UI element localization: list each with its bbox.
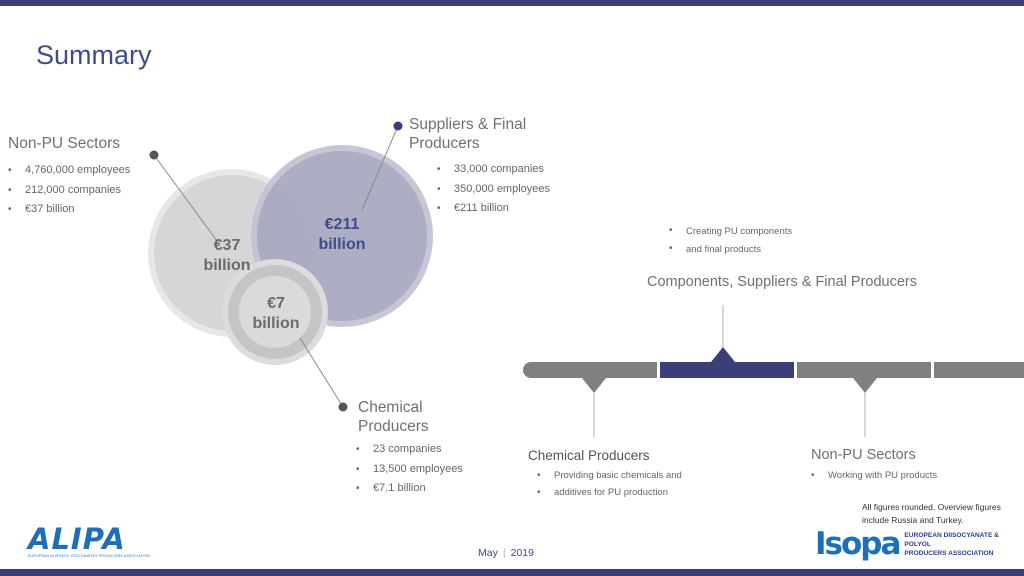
footnote-line1: All figures rounded. Overview figures bbox=[862, 502, 1001, 512]
dot-non-pu bbox=[149, 150, 159, 160]
pointer-up-components bbox=[711, 347, 735, 362]
isopa-tagline-line1: EUROPEAN DIISOCYANATE & POLYOL bbox=[904, 531, 999, 548]
list-item: €37 billion bbox=[8, 200, 130, 220]
dot-suppliers bbox=[393, 121, 403, 131]
bottom-bar bbox=[0, 569, 1024, 576]
timeline-segment-2 bbox=[660, 362, 794, 378]
list-item: 350,000 employees bbox=[437, 180, 550, 200]
isopa-wordmark: Isopa bbox=[815, 526, 901, 562]
suppliers-heading-line1: Suppliers & Final bbox=[409, 116, 527, 133]
components-bullets: Creating PU components and final product… bbox=[669, 222, 792, 258]
circle-label-7-value: €7 bbox=[267, 295, 285, 312]
isopa-tagline-line2: PRODUCERS ASSOCIATION bbox=[904, 549, 994, 557]
circle-label-37-unit: billion bbox=[203, 257, 251, 274]
timeline-segment-1b bbox=[540, 362, 657, 378]
chain-chemical-bullet-line2: additives for PU production bbox=[554, 487, 669, 498]
chain-non-pu-bullets: Working with PU products bbox=[811, 467, 937, 484]
circle-label-7: €7 billion bbox=[236, 294, 316, 334]
components-bullet-line1: Creating PU components bbox=[686, 226, 793, 237]
footnote-line2: include Russia and Turkey. bbox=[862, 515, 964, 525]
pointer-down-chemical bbox=[582, 378, 606, 393]
footer-date: May | 2019 bbox=[478, 547, 534, 559]
chain-chemical-heading: Chemical Producers bbox=[528, 448, 650, 463]
top-bar bbox=[0, 0, 1024, 6]
non-pu-bullets: 4,760,000 employees 212,000 companies €3… bbox=[8, 161, 130, 220]
circle-label-37: €37 billion bbox=[187, 236, 267, 276]
leader-suppliers bbox=[361, 125, 399, 211]
footer-year: 2019 bbox=[510, 547, 534, 559]
circle-label-7-unit: billion bbox=[252, 315, 300, 332]
list-item: 33,000 companies bbox=[437, 160, 550, 180]
alipa-tagline: EUROPEAN ALIPHATIC ISOCYANATES PRODUCERS… bbox=[28, 554, 150, 558]
alipa-wordmark: ALIPA bbox=[28, 522, 126, 556]
dot-chemical bbox=[338, 402, 348, 412]
chain-chemical-bullets: Providing basic chemicals and additives … bbox=[537, 467, 682, 501]
suppliers-heading: Suppliers & Final Producers bbox=[409, 115, 526, 153]
alipa-logo: ALIPA EUROPEAN ALIPHATIC ISOCYANATES PRO… bbox=[28, 522, 150, 558]
circle-chemical-inner bbox=[239, 276, 311, 348]
circle-label-211: €211 billion bbox=[302, 215, 382, 255]
footer-separator: | bbox=[502, 547, 506, 559]
circle-label-211-unit: billion bbox=[318, 236, 366, 253]
list-item: €7.1 billion bbox=[356, 479, 463, 499]
list-item: 4,760,000 employees bbox=[8, 161, 130, 181]
page-title: Summary bbox=[36, 40, 152, 70]
chemical-bullets: 23 companies 13,500 employees €7.1 billi… bbox=[356, 440, 463, 499]
pointer-down-non-pu bbox=[853, 378, 877, 393]
circle-label-211-value: €211 bbox=[324, 216, 360, 233]
list-item: Creating PU components bbox=[669, 222, 792, 240]
timeline-segment-3 bbox=[797, 362, 931, 378]
list-item: 212,000 companies bbox=[8, 181, 130, 201]
isopa-logo: Isopa EUROPEAN DIISOCYANATE & POLYOL PRO… bbox=[815, 527, 1024, 561]
non-pu-heading: Non-PU Sectors bbox=[8, 135, 120, 152]
footnote: All figures rounded. Overview figures in… bbox=[862, 501, 1012, 527]
leader-chemical bbox=[299, 337, 344, 408]
list-item-continued2: additives for PU production bbox=[537, 484, 682, 501]
list-item: Working with PU products bbox=[811, 467, 937, 484]
leader-non-pu bbox=[153, 154, 221, 246]
chemical-heading-line1: Chemical bbox=[358, 399, 423, 416]
list-item: 23 companies bbox=[356, 440, 463, 460]
list-item-continued: and final products bbox=[669, 240, 792, 258]
list-item: €211 billion bbox=[437, 199, 550, 219]
circle-label-37-value: €37 bbox=[213, 237, 241, 254]
suppliers-bullets: 33,000 companies 350,000 employees €211 … bbox=[437, 160, 550, 219]
components-heading: Components, Suppliers & Final Producers bbox=[647, 274, 917, 290]
components-bullet-line2: and final products bbox=[686, 244, 761, 255]
chemical-heading: Chemical Producers bbox=[358, 398, 429, 436]
isopa-tagline: EUROPEAN DIISOCYANATE & POLYOL PRODUCERS… bbox=[904, 531, 1024, 558]
list-item: Providing basic chemicals and bbox=[537, 467, 682, 484]
chemical-heading-line2: Producers bbox=[358, 418, 429, 435]
chain-chemical-bullet-line1: Providing basic chemicals and bbox=[554, 470, 682, 481]
footer-month: May bbox=[478, 547, 498, 559]
chain-non-pu-bullet: Working with PU products bbox=[828, 470, 938, 481]
list-item: 13,500 employees bbox=[356, 460, 463, 480]
suppliers-heading-line2: Producers bbox=[409, 135, 480, 152]
timeline-segment-4 bbox=[934, 362, 1024, 378]
chain-non-pu-heading: Non-PU Sectors bbox=[811, 447, 916, 463]
